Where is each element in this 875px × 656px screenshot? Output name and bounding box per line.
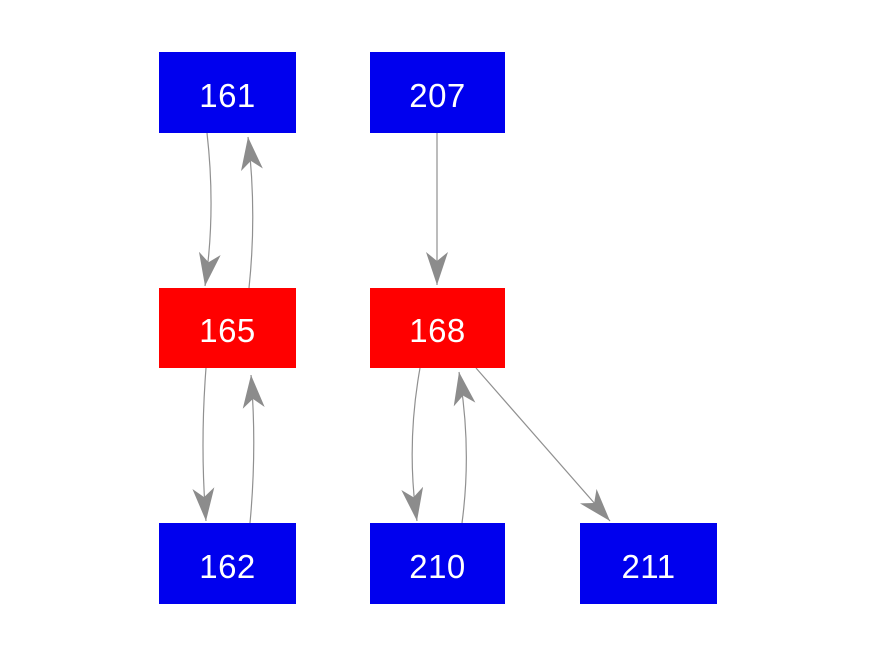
- edge-168-to-210: [401, 367, 424, 522]
- edge-161-to-165: [198, 132, 221, 287]
- node-161: 161: [159, 52, 296, 133]
- node-162: 162: [159, 523, 296, 604]
- node-162-label: 162: [199, 547, 256, 585]
- edge-162-to-165: [242, 374, 265, 524]
- node-210: 210: [370, 523, 505, 604]
- node-211: 211: [580, 523, 717, 604]
- edge-168-to-211: [475, 367, 611, 522]
- edge-210-to-168: [453, 371, 476, 524]
- node-207: 207: [370, 52, 505, 133]
- node-168-label: 168: [409, 312, 466, 349]
- edge-165-to-161: [241, 136, 263, 289]
- node-165: 165: [159, 288, 296, 368]
- node-210-label: 210: [409, 547, 466, 585]
- node-211-label: 211: [621, 547, 676, 585]
- node-207-label: 207: [409, 76, 466, 114]
- node-165-label: 165: [199, 312, 256, 349]
- edge-165-to-162: [192, 367, 215, 522]
- node-161-label: 161: [199, 76, 256, 114]
- node-168: 168: [370, 288, 505, 368]
